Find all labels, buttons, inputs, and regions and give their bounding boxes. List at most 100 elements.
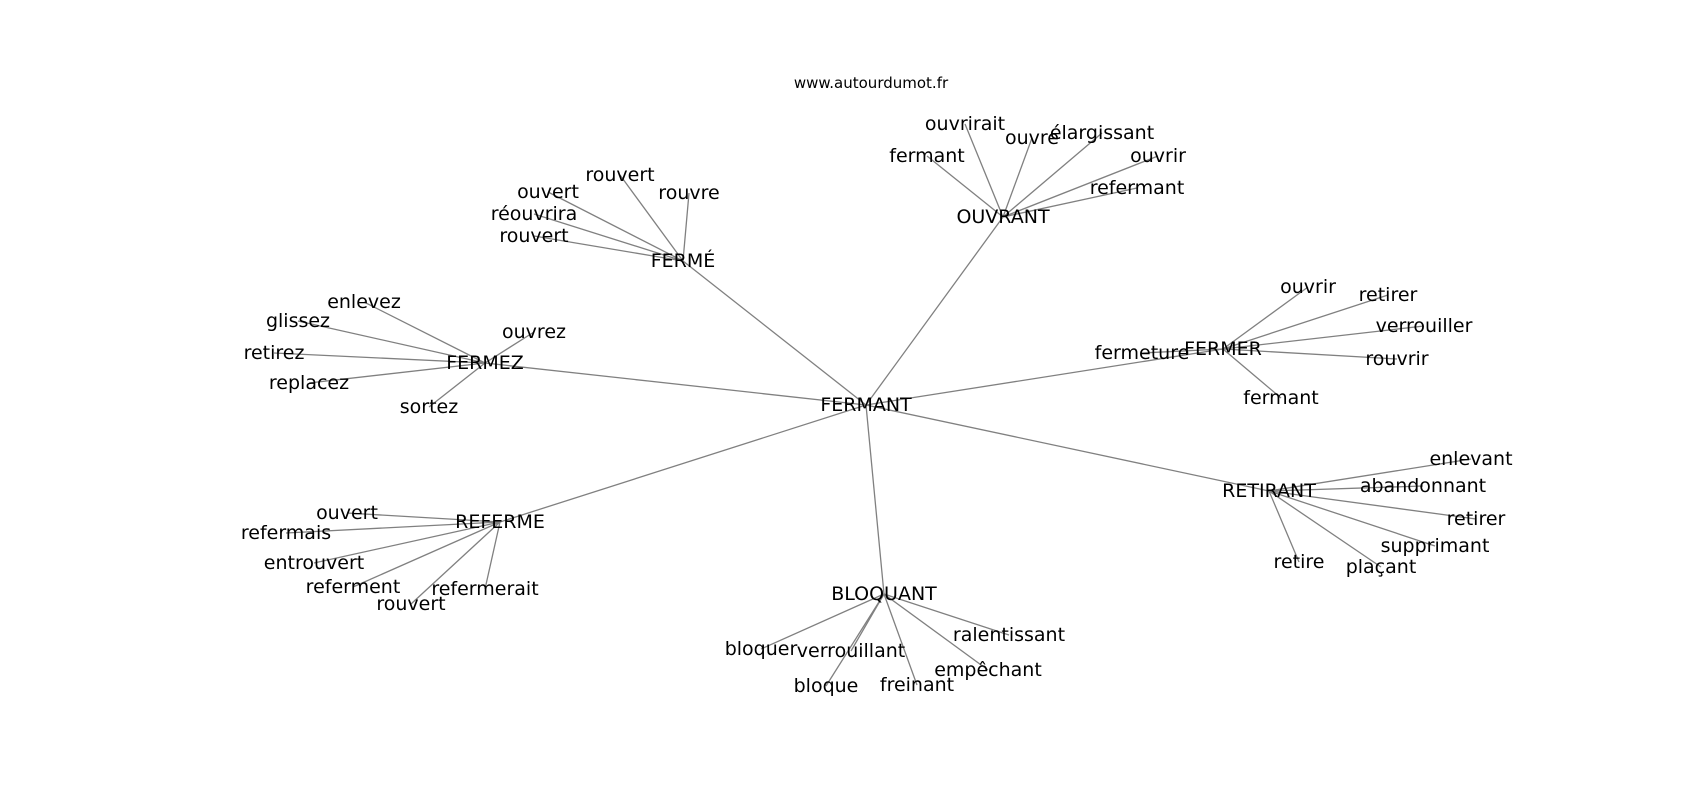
graph-edges <box>273 123 1477 687</box>
edge-fermer-leaf-2 <box>1222 325 1425 350</box>
site-url: www.autourdumot.fr <box>793 74 949 92</box>
leaf-node-fermer[interactable]: retirer <box>1359 284 1418 306</box>
leaf-node-fermer[interactable]: fermant <box>1243 387 1319 409</box>
leaf-node-retirant[interactable]: retire <box>1274 551 1325 573</box>
edge-bloquant-leaf-0 <box>883 593 1010 636</box>
edge-center-ferme <box>682 260 867 406</box>
leaf-node-fermez[interactable]: replacez <box>269 372 349 394</box>
edge-referme-leaf-4 <box>484 521 501 590</box>
edge-fermer-leaf-1 <box>1222 294 1389 350</box>
edge-bloquant-leaf-3 <box>883 593 989 671</box>
edge-bloquant-leaf-5 <box>883 593 918 686</box>
edge-retirant-leaf-4 <box>1268 490 1300 563</box>
cluster-node-fermer[interactable]: FERMER <box>1184 338 1262 360</box>
leaf-node-bloquant[interactable]: freinant <box>880 674 954 696</box>
edge-retirant-leaf-2 <box>1268 490 1477 520</box>
leaf-node-referme[interactable]: ouvert <box>316 502 378 524</box>
edge-ouvrant-leaf-2 <box>1002 132 1103 218</box>
edge-fermez-leaf-0 <box>363 301 486 364</box>
edge-bloquant-leaf-4 <box>825 593 885 687</box>
leaf-node-referme[interactable]: referment <box>306 576 401 598</box>
center-node[interactable]: FERMANT <box>820 394 912 416</box>
leaf-node-retirant[interactable]: retirer <box>1447 508 1506 530</box>
edge-fermer-leaf-0 <box>1222 286 1309 350</box>
edge-center-bloquant <box>865 404 885 595</box>
edge-ouvrant-leaf-3 <box>926 155 1004 218</box>
leaf-node-ouvrant[interactable]: ouvrir <box>1130 145 1186 167</box>
edge-fermez-leaf-5 <box>428 362 486 408</box>
leaf-node-retirant[interactable]: enlevant <box>1429 448 1512 470</box>
leaf-node-ferme[interactable]: ouvert <box>517 181 579 203</box>
cluster-node-ferme[interactable]: FERMÉ <box>651 249 716 272</box>
leaf-node-ouvrant[interactable]: fermant <box>889 145 965 167</box>
cluster-node-ouvrant[interactable]: OUVRANT <box>956 206 1050 228</box>
leaf-node-retirant[interactable]: supprimant <box>1381 535 1490 557</box>
edge-ferme-leaf-3 <box>533 213 684 262</box>
edge-ferme-leaf-2 <box>547 191 684 262</box>
edge-referme-leaf-3 <box>352 521 501 588</box>
edge-ouvrant-leaf-0 <box>964 123 1004 218</box>
leaf-node-bloquant[interactable]: bloquer <box>725 638 798 660</box>
leaf-node-fermer[interactable]: verrouiller <box>1376 315 1473 337</box>
edge-retirant-leaf-0 <box>1268 458 1472 492</box>
leaf-node-ouvrant[interactable]: élargissant <box>1050 122 1154 144</box>
edge-ferme-leaf-1 <box>682 192 690 262</box>
leaf-node-referme[interactable]: refermerait <box>431 578 538 600</box>
leaf-node-fermez[interactable]: ouvrez <box>502 321 566 343</box>
leaf-node-fermez[interactable]: enlevez <box>327 291 401 313</box>
edge-center-retirant <box>865 404 1270 492</box>
leaf-node-fermer[interactable]: ouvrir <box>1280 276 1336 298</box>
leaf-node-ouvrant[interactable]: ouvre <box>1005 127 1059 149</box>
leaf-node-ferme[interactable]: rouvert <box>499 225 568 247</box>
edge-ouvrant-leaf-4 <box>1002 155 1159 218</box>
leaf-node-bloquant[interactable]: ralentissant <box>953 624 1065 646</box>
cluster-node-retirant[interactable]: RETIRANT <box>1222 480 1316 502</box>
leaf-node-fermez[interactable]: retirez <box>244 342 305 364</box>
edge-retirant-leaf-1 <box>1268 485 1424 492</box>
edge-retirant-leaf-3 <box>1268 490 1436 547</box>
edge-fermer-leaf-3 <box>1141 348 1224 354</box>
edge-referme-leaf-2 <box>313 521 501 564</box>
edge-ferme-leaf-4 <box>533 235 684 262</box>
leaf-node-retirant[interactable]: abandonnant <box>1360 475 1486 497</box>
edge-center-ouvrant <box>865 216 1004 406</box>
edge-ouvrant-leaf-1 <box>1002 137 1033 218</box>
leaf-node-bloquant[interactable]: verrouillant <box>797 640 905 662</box>
edge-center-fermer <box>865 348 1224 406</box>
edge-ferme-leaf-0 <box>619 174 684 262</box>
edge-referme-leaf-0 <box>346 512 501 523</box>
edge-bloquant-leaf-1 <box>760 593 885 650</box>
leaf-node-ouvrant[interactable]: ouvrirait <box>925 113 1005 135</box>
edge-retirant-leaf-5 <box>1268 490 1382 568</box>
cluster-node-fermez[interactable]: FERMEZ <box>446 352 524 374</box>
edge-referme-leaf-5 <box>410 521 501 605</box>
edge-fermez-leaf-4 <box>308 362 486 384</box>
leaf-node-fermer[interactable]: fermeture <box>1095 342 1190 364</box>
edge-fermez-leaf-3 <box>273 352 486 364</box>
leaf-node-bloquant[interactable]: bloque <box>794 675 859 697</box>
edge-center-fermez <box>484 362 867 406</box>
edge-fermer-leaf-4 <box>1222 348 1398 360</box>
edge-fermer-leaf-5 <box>1222 348 1282 399</box>
leaf-node-ferme[interactable]: rouvre <box>658 182 719 204</box>
leaf-node-fermer[interactable]: rouvrir <box>1365 348 1428 370</box>
edge-ouvrant-leaf-5 <box>1002 187 1138 218</box>
leaf-node-ferme[interactable]: réouvrira <box>491 203 578 225</box>
cluster-node-bloquant[interactable]: BLOQUANT <box>831 583 937 605</box>
leaf-node-retirant[interactable]: plaçant <box>1346 556 1417 578</box>
leaf-node-ferme[interactable]: rouvert <box>585 164 654 186</box>
edge-fermez-leaf-1 <box>297 320 486 364</box>
edge-referme-leaf-1 <box>285 521 501 534</box>
leaf-node-fermez[interactable]: glissez <box>266 310 330 332</box>
leaf-node-ouvrant[interactable]: refermant <box>1090 177 1185 199</box>
leaf-node-referme[interactable]: entrouvert <box>264 552 364 574</box>
leaf-node-bloquant[interactable]: empêchant <box>934 659 1042 681</box>
cluster-node-referme[interactable]: REFERME <box>455 511 545 533</box>
leaf-node-referme[interactable]: rouvert <box>376 593 445 615</box>
edge-fermez-leaf-2 <box>484 331 535 364</box>
leaf-node-referme[interactable]: refermais <box>241 522 331 544</box>
edge-center-referme <box>499 404 867 523</box>
leaf-node-fermez[interactable]: sortez <box>400 396 458 418</box>
